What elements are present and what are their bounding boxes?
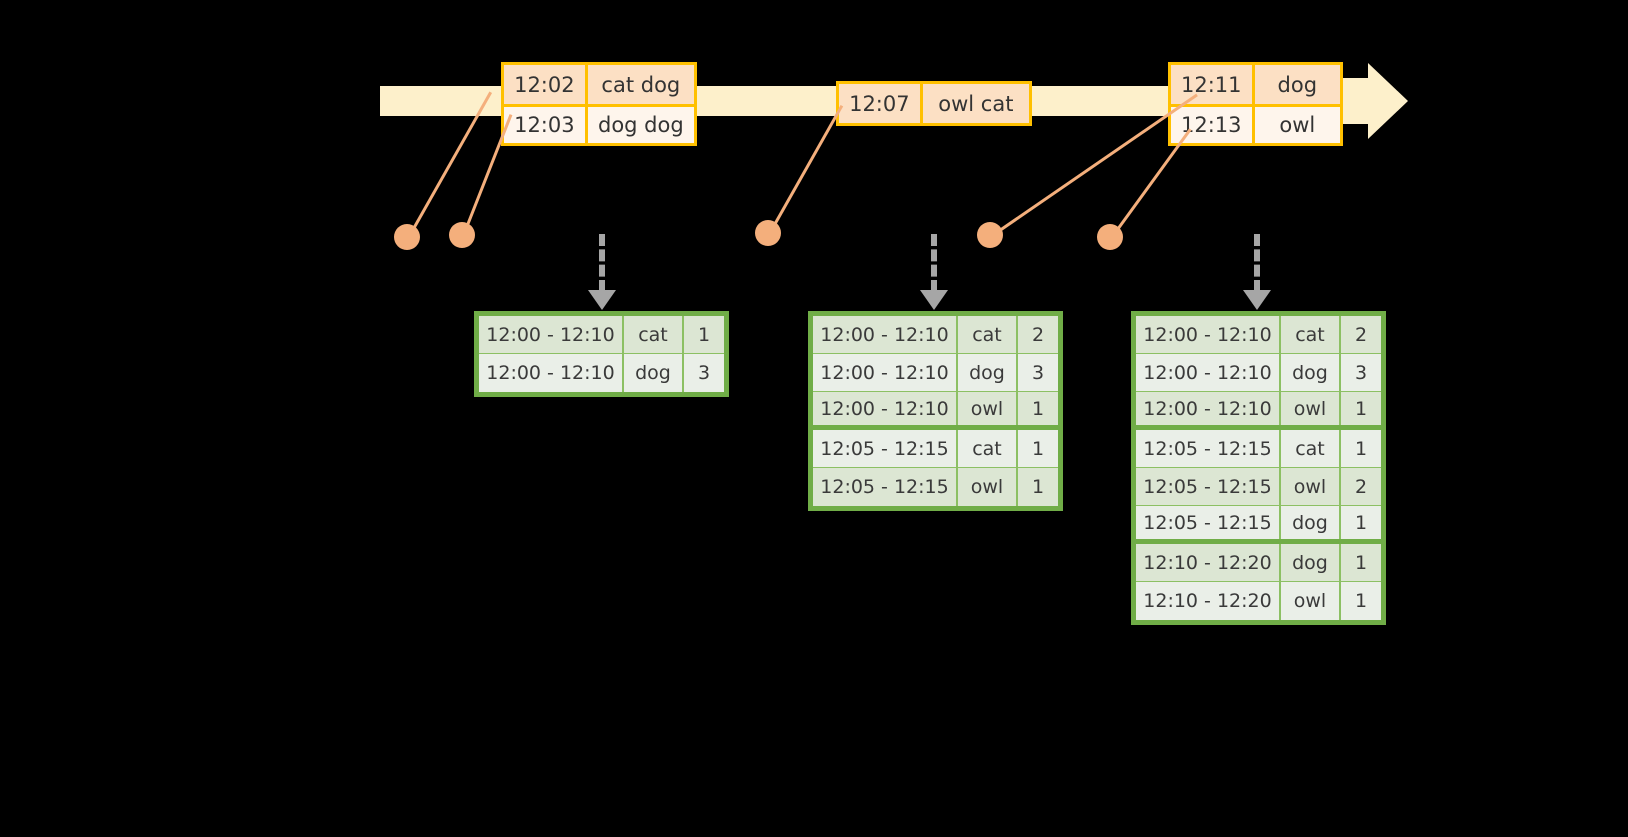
key-cell: cat [624,316,684,353]
window-cell: 12:00 - 12:10 [1136,316,1281,353]
window-cell: 12:00 - 12:10 [479,354,624,392]
window-cell: 12:10 - 12:20 [1136,582,1281,620]
count-cell: 3 [684,354,724,392]
event-row[interactable]: 12:07 owl cat [839,84,1029,123]
key-cell: dog [1281,544,1341,581]
arrow-shaft [1254,234,1266,292]
event-dot-3 [755,220,781,246]
count-cell: 3 [1341,354,1381,391]
count-cell: 1 [684,316,724,353]
window-cell: 12:05 - 12:15 [1136,430,1281,467]
event-group-1[interactable]: 12:02 cat dog 12:03 dog dog [501,62,697,146]
count-cell: 1 [1341,430,1381,467]
event-row[interactable]: 12:03 dog dog [504,104,694,143]
count-cell: 1 [1341,392,1381,425]
window-cell: 12:00 - 12:10 [1136,354,1281,391]
connector-line-3 [767,104,844,236]
key-cell: dog [1281,354,1341,391]
flow-arrow-2 [920,234,948,310]
event-value: dog [1254,65,1340,104]
key-cell: owl [1281,468,1341,505]
window-cell: 12:05 - 12:15 [1136,506,1281,539]
flow-arrow-3 [1243,234,1271,310]
event-row[interactable]: 12:02 cat dog [504,65,694,104]
key-cell: dog [1281,506,1341,539]
flow-arrow-1 [588,234,616,310]
event-dot-2 [449,222,475,248]
key-cell: dog [624,354,684,392]
event-dot-4 [977,222,1003,248]
event-time: 12:11 [1171,65,1255,104]
event-time: 12:03 [504,107,588,143]
window-cell: 12:00 - 12:10 [479,316,624,353]
window-cell: 12:05 - 12:15 [1136,468,1281,505]
timeline-arrow-head-icon [1368,63,1408,139]
count-cell: 2 [1341,468,1381,505]
count-cell: 1 [1341,506,1381,539]
event-row[interactable]: 12:11 dog [1171,65,1340,104]
count-cell: 1 [1341,544,1381,581]
event-dot-5 [1097,224,1123,250]
event-group-3[interactable]: 12:11 dog 12:13 owl [1168,62,1343,146]
key-cell: owl [958,468,1018,506]
key-cell: owl [958,392,1018,425]
event-row[interactable]: 12:13 owl [1171,104,1340,143]
arrow-head-icon [588,290,616,310]
count-cell: 1 [1018,392,1058,425]
window-cell: 12:10 - 12:20 [1136,544,1281,581]
key-cell: dog [958,354,1018,391]
window-cell: 12:00 - 12:10 [813,354,958,391]
count-cell: 1 [1018,430,1058,467]
key-cell: owl [1281,582,1341,620]
count-cell: 1 [1341,582,1381,620]
event-time: 12:13 [1171,107,1255,143]
arrow-shaft [599,234,611,292]
key-cell: cat [1281,430,1341,467]
window-cell: 12:00 - 12:10 [1136,392,1281,425]
key-cell: owl [1281,392,1341,425]
event-value: owl cat [922,84,1029,123]
event-time: 12:07 [839,84,923,123]
key-cell: cat [958,316,1018,353]
count-cell: 3 [1018,354,1058,391]
window-cell: 12:05 - 12:15 [813,430,958,467]
key-cell: cat [1281,316,1341,353]
arrow-shaft [931,234,943,292]
event-dot-1 [394,224,420,250]
count-cell: 1 [1018,468,1058,506]
count-cell: 2 [1018,316,1058,353]
key-cell: cat [958,430,1018,467]
arrow-head-icon [1243,290,1271,310]
event-group-2[interactable]: 12:07 owl cat [836,81,1032,126]
event-value: cat dog [587,65,694,104]
arrow-head-icon [920,290,948,310]
window-cell: 12:00 - 12:10 [813,316,958,353]
event-value: owl [1254,107,1340,143]
count-cell: 2 [1341,316,1381,353]
window-cell: 12:05 - 12:15 [813,468,958,506]
event-time: 12:02 [504,65,588,104]
event-value: dog dog [587,107,694,143]
window-cell: 12:00 - 12:10 [813,392,958,425]
